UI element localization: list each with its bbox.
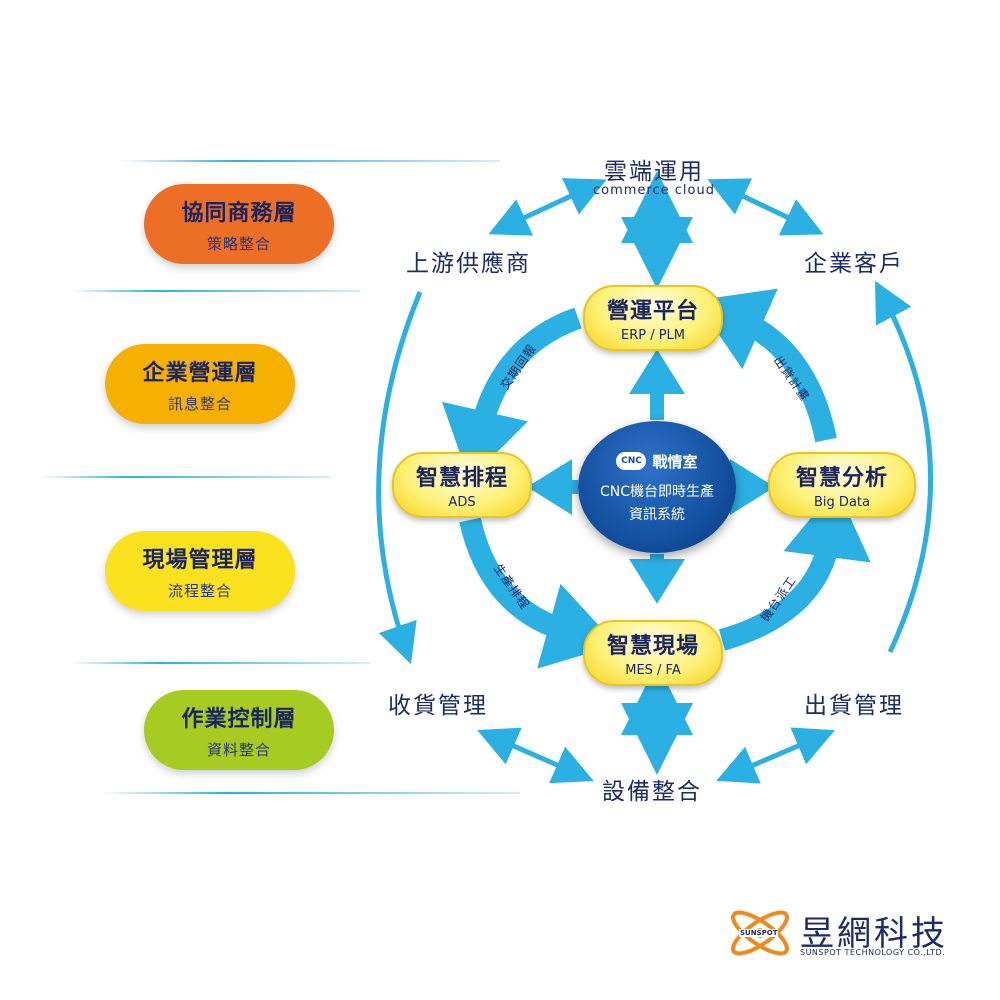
logo-mark-text: SUNSPOT xyxy=(739,929,779,937)
arc-shipping-customer xyxy=(874,280,933,654)
center-title: 戰情室 xyxy=(652,452,698,471)
company-english-name: SUNSPOT TECHNOLOGY CO.,LTD. xyxy=(800,948,946,957)
cloud-subtitle: commerce cloud xyxy=(593,183,715,198)
node-subtitle: MES / FA xyxy=(625,663,681,678)
center-heading: CNC 戰情室 xyxy=(616,451,698,472)
layer-subtitle: 訊息整合 xyxy=(167,394,232,413)
node-title: 智慧現場 xyxy=(606,634,699,659)
arc-ops-sched xyxy=(441,307,582,481)
node-title: 營運平台 xyxy=(606,299,699,324)
layer-enterprise-operations: 企業營運層 訊息整合 xyxy=(105,344,295,424)
receiving-label: 收貨管理 xyxy=(388,693,488,719)
node-ops-platform: 營運平台 ERP / PLM xyxy=(583,285,723,351)
layer-title: 現場管理層 xyxy=(142,547,258,573)
layer-subtitle: 策略整合 xyxy=(206,234,271,253)
center-line2: 資訊系統 xyxy=(629,506,685,523)
layer-subtitle: 流程整合 xyxy=(167,581,232,600)
layer-title: 企業營運層 xyxy=(142,360,258,386)
arrow-receiving-equipment xyxy=(477,727,594,784)
layer-subtitle: 資料整合 xyxy=(206,740,271,759)
arc-site-analysis xyxy=(718,487,871,651)
node-smart-scheduling: 智慧排程 ADS xyxy=(392,452,532,518)
separator-line xyxy=(70,290,360,292)
cnc-badge-icon: CNC xyxy=(616,452,647,470)
separator-line xyxy=(40,476,330,478)
separator-line xyxy=(70,662,370,664)
layer-title: 協同商務層 xyxy=(181,200,297,226)
cloud-title: 雲端運用 xyxy=(604,159,704,185)
node-subtitle: ERP / PLM xyxy=(620,328,686,343)
company-name: 昱網科技 xyxy=(800,914,948,954)
shipping-label: 出貨管理 xyxy=(804,693,904,719)
separator-line xyxy=(100,792,520,794)
arrow-cloud-supplier xyxy=(488,178,607,236)
arrow-shipping-equipment xyxy=(716,727,835,784)
node-smart-analysis: 智慧分析 Big Data xyxy=(768,452,916,518)
equipment-label: 設備整合 xyxy=(602,779,702,805)
center-line1: CNC機台即時生產 xyxy=(599,483,715,500)
layer-collaborative-commerce: 協同商務層 策略整合 xyxy=(144,184,334,264)
arrow-cloud-customer xyxy=(707,178,824,236)
node-subtitle: ADS xyxy=(448,495,476,510)
node-subtitle: Big Data xyxy=(814,495,870,510)
node-title: 智慧分析 xyxy=(795,466,888,491)
arc-sched-site xyxy=(459,517,617,669)
separator-line xyxy=(120,160,500,162)
node-title: 智慧排程 xyxy=(415,466,508,491)
customer-label: 企業客戶 xyxy=(804,251,904,277)
layer-title: 作業控制層 xyxy=(181,706,297,732)
arc-supplier-receiving xyxy=(376,291,423,665)
layer-site-management: 現場管理層 流程整合 xyxy=(105,531,295,611)
arc-analysis-ops xyxy=(695,288,837,443)
node-smart-site: 智慧現場 MES / FA xyxy=(583,620,723,686)
supplier-label: 上游供應商 xyxy=(406,251,531,277)
center-war-room: CNC 戰情室 CNC機台即時生產 資訊系統 xyxy=(578,421,736,553)
layer-operation-control: 作業控制層 資料整合 xyxy=(144,690,334,770)
